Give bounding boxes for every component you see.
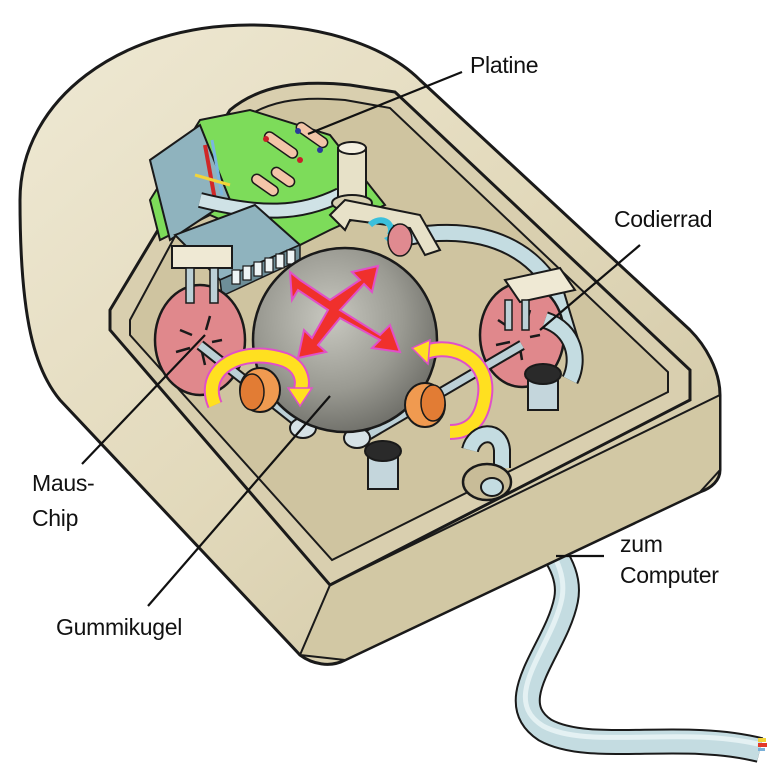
label-maus-chip-line1: Maus- (32, 470, 95, 496)
cable-wire-blue (758, 748, 765, 751)
roller-right (404, 382, 446, 428)
roller-left (239, 367, 281, 413)
label-platine: Platine (470, 52, 539, 78)
cable-wire-yellow (758, 738, 766, 742)
rotation-arrows (203, 338, 494, 440)
resistors (251, 121, 329, 197)
leader-gummikugel (147, 395, 331, 607)
pillar (331, 141, 373, 212)
label-maus-chip-line2: Chip (32, 505, 79, 531)
cable-wire-red (758, 743, 767, 747)
leader-codierrad (539, 244, 641, 331)
ball-frame (328, 198, 442, 257)
leader-maus-chip (81, 334, 206, 465)
encoder-wheel-right (478, 266, 584, 389)
cable-grommet (461, 425, 513, 502)
leader-lines (81, 70, 641, 607)
label-gummikugel: Gummikugel (56, 614, 183, 640)
label-codierrad: Codierrad (614, 206, 713, 232)
leader-platine (307, 70, 463, 136)
direction-arrows (288, 264, 402, 360)
label-zum-computer-line1: zum (620, 531, 663, 557)
label-zum-computer-line2: Computer (620, 562, 719, 588)
guide-pegs (364, 363, 562, 490)
